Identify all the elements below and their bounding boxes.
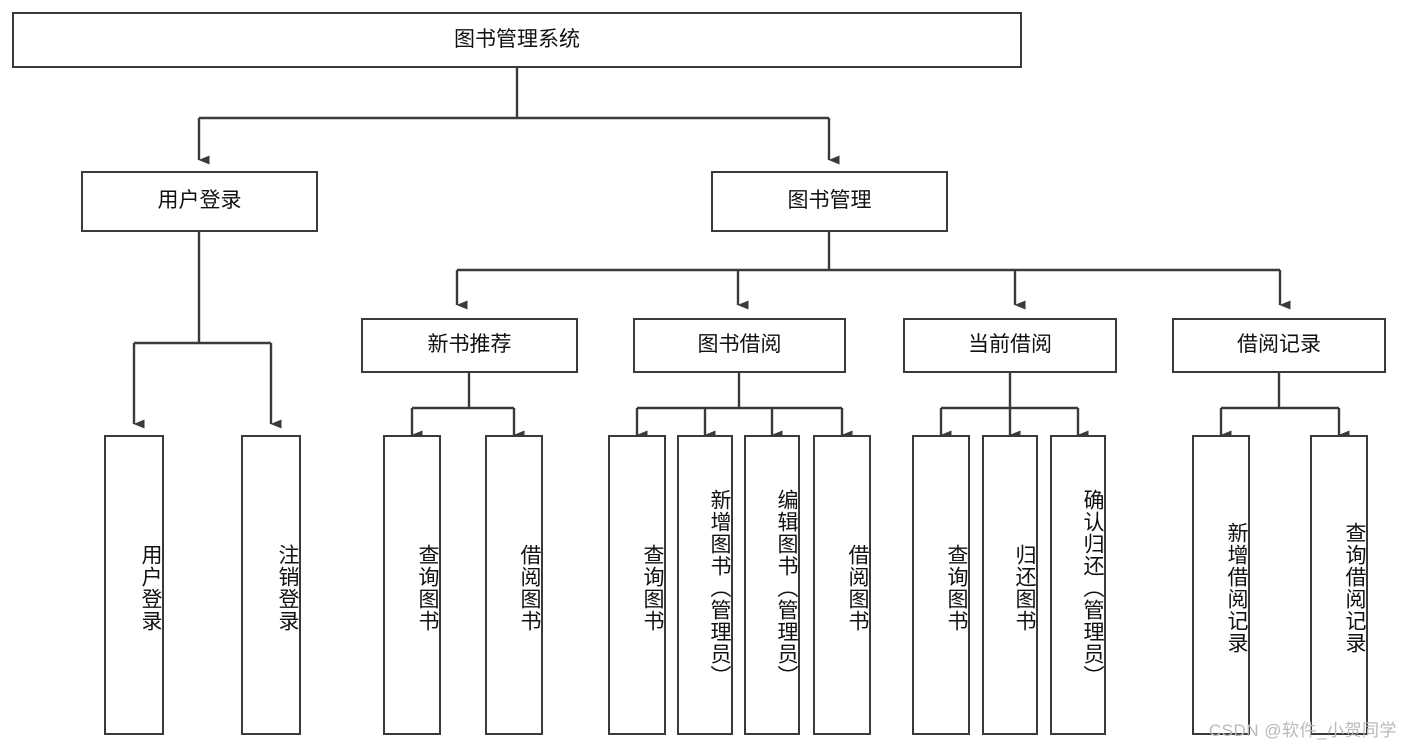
node-leaf-borrow-book-2[interactable]: 借阅图书 [813, 435, 871, 735]
node-leaf-query-record-label: 查询借阅记录 [1343, 522, 1366, 654]
node-leaf-logout-login[interactable]: 注销登录 [241, 435, 301, 735]
node-leaf-query-book-1-label: 查询图书 [416, 544, 439, 632]
node-user-login-label: 用户登录 [157, 189, 242, 213]
node-borrow-record[interactable]: 借阅记录 [1172, 318, 1386, 373]
node-book-manage-label: 图书管理 [787, 189, 872, 213]
node-leaf-query-book-2-label: 查询图书 [641, 544, 664, 632]
node-leaf-return-book[interactable]: 归还图书 [982, 435, 1038, 735]
node-leaf-user-login-label: 用户登录 [139, 544, 162, 632]
node-new-book-recommend[interactable]: 新书推荐 [361, 318, 578, 373]
node-leaf-borrow-book-2-label: 借阅图书 [846, 544, 869, 632]
node-current-borrow-label: 当前借阅 [968, 333, 1052, 357]
node-leaf-query-book-3-label: 查询图书 [945, 544, 968, 632]
node-user-login[interactable]: 用户登录 [81, 171, 318, 232]
node-leaf-query-record[interactable]: 查询借阅记录 [1310, 435, 1368, 735]
node-leaf-query-book-2[interactable]: 查询图书 [608, 435, 666, 735]
csdn-watermark: CSDN @软件_小贺同学 [1208, 721, 1397, 740]
node-leaf-edit-book[interactable]: 编辑图书（管理员） [744, 435, 800, 735]
node-leaf-logout-login-label: 注销登录 [276, 544, 299, 632]
node-leaf-user-login[interactable]: 用户登录 [104, 435, 164, 735]
node-leaf-add-record-label: 新增借阅记录 [1225, 522, 1248, 654]
node-leaf-query-book-3[interactable]: 查询图书 [912, 435, 970, 735]
node-leaf-return-book-label: 归还图书 [1013, 544, 1036, 632]
node-book-manage[interactable]: 图书管理 [711, 171, 948, 232]
node-leaf-add-book-label: 新增图书（管理员） [708, 489, 731, 687]
node-leaf-confirm-return-label: 确认归还（管理员） [1081, 489, 1104, 687]
node-book-borrow-label: 图书借阅 [697, 333, 782, 357]
node-root-label: 图书管理系统 [454, 27, 580, 51]
node-leaf-add-book[interactable]: 新增图书（管理员） [677, 435, 733, 735]
node-leaf-query-book-1[interactable]: 查询图书 [383, 435, 441, 735]
node-root[interactable]: 图书管理系统 [12, 12, 1022, 68]
node-leaf-borrow-book-1[interactable]: 借阅图书 [485, 435, 543, 735]
node-new-book-recommend-label: 新书推荐 [427, 333, 512, 357]
node-leaf-add-record[interactable]: 新增借阅记录 [1192, 435, 1250, 735]
node-borrow-record-label: 借阅记录 [1237, 333, 1321, 357]
node-leaf-edit-book-label: 编辑图书（管理员） [775, 489, 798, 687]
node-book-borrow[interactable]: 图书借阅 [633, 318, 846, 373]
node-leaf-confirm-return[interactable]: 确认归还（管理员） [1050, 435, 1106, 735]
node-leaf-borrow-book-1-label: 借阅图书 [518, 544, 541, 632]
node-current-borrow[interactable]: 当前借阅 [903, 318, 1117, 373]
